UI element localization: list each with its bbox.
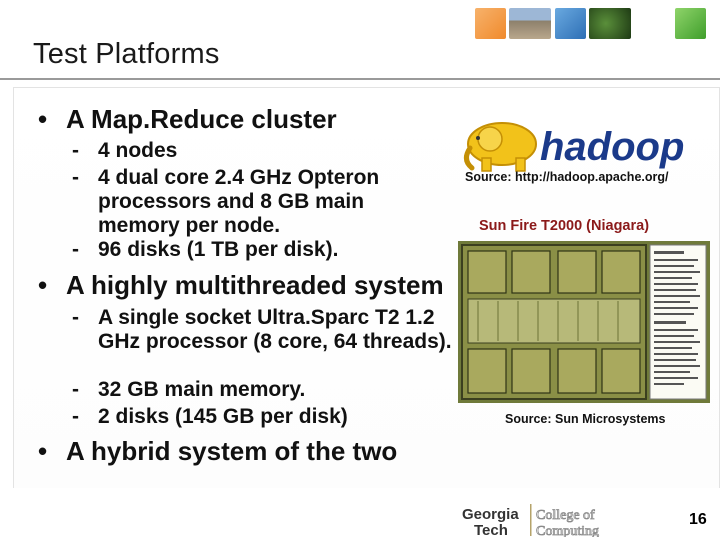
orange-tile	[475, 8, 506, 39]
sun-fire-caption: Sun Fire T2000 (Niagara)	[479, 218, 650, 234]
circuit-photo	[589, 8, 631, 39]
sub-bullet: -2 disks (145 GB per disk)	[72, 405, 348, 428]
logo-tech: Tech	[474, 522, 508, 537]
bullet-hybrid-system: •A hybrid system of the two	[38, 436, 398, 466]
page-title: Test Platforms	[33, 38, 220, 70]
logo-college-of: College of	[536, 508, 595, 523]
bullet-multithreaded-system: •A highly multithreaded system	[38, 270, 444, 300]
sun-source: Source: Sun Microsystems	[505, 412, 666, 426]
hadoop-logo: hadoop	[464, 122, 684, 172]
sub-bullet: -A single socket Ultra.Sparc T2 1.2 GHz …	[72, 306, 452, 353]
sub-bullet: -96 disks (1 TB per disk).	[72, 238, 339, 261]
niagara-chip-photo	[458, 241, 710, 403]
campus-photo	[509, 8, 551, 39]
blue-tile	[555, 8, 586, 39]
hadoop-source: Source: http://hadoop.apache.org/	[465, 170, 669, 184]
logo-computing: Computing	[536, 524, 599, 537]
sub-bullet: -4 dual core 2.4 GHz Opteron processors …	[72, 166, 380, 237]
header-photo-strip	[475, 8, 715, 39]
sub-bullet: -4 nodes	[72, 139, 178, 162]
page-number: 16	[689, 511, 707, 528]
hadoop-wordmark: hadoop	[540, 125, 684, 169]
elephant-icon	[464, 122, 537, 172]
georgia-tech-logo: Georgia Tech College of Computing	[462, 504, 599, 537]
green-tile	[675, 8, 706, 39]
header-divider	[0, 78, 720, 80]
bullet-mapreduce-cluster: •A Map.Reduce cluster	[38, 104, 337, 134]
sub-bullet: -32 GB main memory.	[72, 378, 306, 401]
logo-georgia: Georgia	[462, 506, 519, 523]
